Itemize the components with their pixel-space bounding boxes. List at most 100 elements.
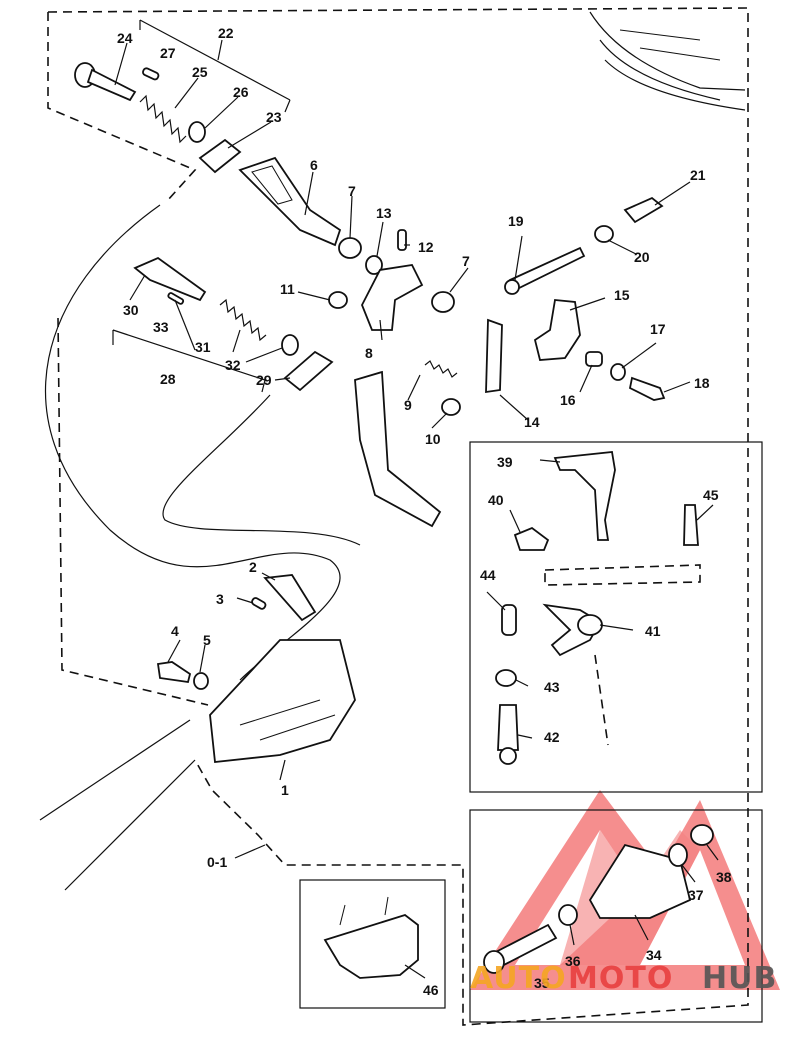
label-part-17: 17 (650, 321, 666, 337)
label-part-30: 30 (123, 302, 139, 318)
nut-part-38 (690, 824, 714, 846)
spacer-part-16 (585, 351, 603, 367)
clip-part-2 (263, 574, 317, 622)
label-part-8: 8 (365, 345, 373, 361)
watermark-moto: MOTO (568, 961, 673, 996)
group-bracket-28 (112, 329, 266, 393)
nut-part-20 (594, 225, 614, 243)
bushing-part-7a (338, 237, 362, 259)
label-part-18: 18 (694, 375, 710, 391)
plate-part-39 (553, 451, 616, 541)
bolt-part-40 (513, 526, 550, 551)
label-part-46: 46 (423, 982, 439, 998)
assembly-boundary (47, 7, 749, 1026)
cam-part-8 (361, 264, 424, 331)
inset-box-clip (299, 879, 446, 1009)
knob-part-24 (74, 62, 137, 102)
bracket-part-34 (588, 843, 692, 919)
watermark-auto: AUTO (470, 961, 567, 996)
stud-part-45 (683, 504, 699, 546)
washer-part-17 (610, 363, 626, 381)
bolt-part-4 (156, 661, 192, 684)
label-part-27: 27 (160, 45, 176, 61)
label-part-22: 22 (218, 25, 234, 41)
cable-left-2 (64, 759, 196, 891)
handle-part-30 (133, 256, 207, 302)
clip-part-46 (323, 914, 419, 979)
label-part-25: 25 (192, 64, 208, 80)
label-part-44: 44 (480, 567, 496, 583)
label-part-38: 38 (716, 869, 732, 885)
label-part-01: 0-1 (207, 854, 227, 870)
label-part-36: 36 (565, 953, 581, 969)
cable-lower (162, 394, 361, 546)
label-part-32: 32 (225, 357, 241, 373)
label-part-21: 21 (690, 167, 706, 183)
inset-box-bracket (469, 809, 763, 1023)
spring-part-25 (139, 94, 187, 144)
engine-housing (589, 11, 746, 111)
lever-part-6 (238, 156, 342, 247)
pin-part-33 (167, 292, 185, 305)
inset-box-linkage (469, 441, 763, 793)
label-part-2: 2 (249, 559, 257, 575)
bushing-part-7b (431, 291, 455, 313)
label-part-40: 40 (488, 492, 504, 508)
label-part-39: 39 (497, 454, 513, 470)
pin-part-12 (397, 229, 407, 251)
nut-part-11 (328, 291, 348, 309)
phantom-rod (594, 654, 609, 746)
label-part-34: 34 (646, 947, 662, 963)
bolt-part-18 (628, 376, 666, 401)
label-part-5: 5 (203, 632, 211, 648)
part-number-labels: 24 27 22 25 26 23 6 7 13 12 11 7 8 9 10 … (117, 25, 732, 998)
clevis-part-29 (283, 350, 334, 392)
washer-part-36 (558, 904, 578, 926)
group-bracket-22 (139, 19, 291, 113)
cable-left (39, 719, 191, 821)
watermark-text: AUTO MOTO HUB (470, 961, 777, 996)
nut-part-43 (495, 669, 517, 687)
label-part-9: 9 (404, 397, 412, 413)
collar-part-44 (501, 604, 517, 636)
label-part-26: 26 (233, 84, 249, 100)
label-part-20: 20 (634, 249, 650, 265)
washer-part-32 (281, 334, 299, 356)
label-part-14: 14 (524, 414, 540, 430)
label-part-42: 42 (544, 729, 560, 745)
end-part-21 (623, 196, 664, 224)
label-part-7a: 7 (348, 183, 356, 199)
label-part-37: 37 (688, 887, 704, 903)
label-part-33: 33 (153, 319, 169, 335)
washer-part-13 (365, 255, 383, 275)
label-part-41: 41 (645, 623, 661, 639)
label-part-13: 13 (376, 205, 392, 221)
label-part-31: 31 (195, 339, 211, 355)
label-part-16: 16 (560, 392, 576, 408)
label-part-10: 10 (425, 431, 441, 447)
label-part-24: 24 (117, 30, 133, 46)
label-part-3: 3 (216, 591, 224, 607)
pin-part-27 (142, 67, 160, 81)
spring-part-9 (424, 360, 458, 378)
label-part-23: 23 (266, 109, 282, 125)
main-bracket-part-1 (209, 639, 356, 763)
label-part-35: 35 (534, 975, 550, 991)
label-part-29: 29 (256, 372, 272, 388)
throttle-arm (354, 370, 442, 528)
label-part-28: 28 (160, 371, 176, 387)
label-part-19: 19 (508, 213, 524, 229)
watermark-hub: HUB (702, 961, 777, 996)
phantom-linkage (544, 564, 701, 586)
label-part-12: 12 (418, 239, 434, 255)
washer-part-37 (668, 843, 688, 867)
clevis-part-23 (198, 138, 242, 174)
pin-part-3 (251, 597, 267, 610)
link-part-14 (485, 318, 503, 394)
label-part-11: 11 (280, 281, 295, 297)
label-part-4: 4 (171, 623, 179, 639)
cap-part-10 (441, 398, 461, 416)
rod-end-part-42 (497, 704, 519, 751)
label-part-45: 45 (703, 487, 719, 503)
